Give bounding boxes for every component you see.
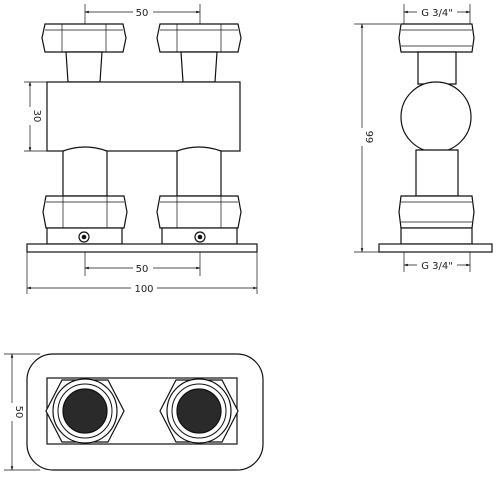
dim-bottom-spacing: 50 (84, 252, 201, 276)
dim-top-spacing: 50 (84, 4, 201, 36)
left-outlet-icon (45, 378, 125, 444)
dim-top-spacing-label: 50 (136, 8, 149, 19)
top-right-stem (180, 51, 218, 83)
top-left-stem (65, 51, 103, 83)
bottom-right-nut (156, 195, 242, 229)
right-outlet-icon (159, 378, 239, 444)
dim-block-height-label: 30 (31, 110, 42, 123)
bottom-view: 50 (4, 353, 264, 471)
dim-block-height: 30 (24, 81, 47, 152)
dim-plate-width: 100 (26, 252, 258, 295)
bottom-left-stem (62, 146, 108, 197)
bottom-right-stem (176, 146, 222, 197)
side-plate (378, 243, 493, 253)
left-set-screw-icon (78, 231, 90, 243)
side-bottom-nut (398, 195, 475, 229)
dim-thread-bottom: G 3/4" (403, 252, 471, 272)
dim-thread-top-label: G 3/4" (421, 8, 453, 19)
dim-bottom-view-height: 50 (4, 353, 40, 471)
dim-height: 99 (354, 23, 400, 253)
top-right-nut (156, 23, 242, 53)
top-left-nut (41, 23, 127, 53)
main-block (46, 81, 241, 152)
dim-height-label: 99 (363, 131, 374, 144)
side-upper-stem (417, 51, 457, 85)
right-set-screw-icon (194, 231, 206, 243)
dim-bottom-spacing-label: 50 (136, 264, 149, 275)
front-view: 50 30 (24, 4, 258, 295)
dim-thread-top: G 3/4" (403, 4, 471, 30)
side-top-nut (398, 23, 475, 53)
wall-plate (26, 243, 258, 253)
side-lower-stem (415, 149, 459, 197)
side-base (400, 227, 473, 245)
dim-bottom-view-height-label: 50 (13, 406, 24, 419)
bottom-left-nut (42, 195, 128, 229)
dim-plate-width-label: 100 (134, 284, 153, 295)
side-valve-body (400, 81, 472, 153)
dim-thread-bottom-label: G 3/4" (421, 261, 453, 272)
side-view: G 3/4" 99 (354, 4, 493, 272)
